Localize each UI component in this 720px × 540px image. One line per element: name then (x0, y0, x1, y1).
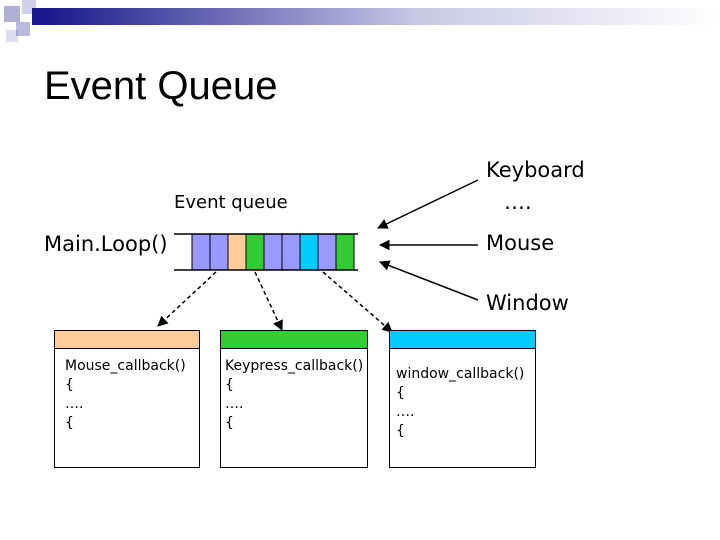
header-decoration (4, 0, 720, 42)
mouse-label: Mouse (486, 231, 555, 255)
callback-strip-window (390, 331, 535, 349)
callback-body: …. (396, 404, 415, 420)
queue-cell (245, 233, 265, 271)
window-label: Window (486, 291, 569, 315)
header-square (4, 6, 20, 22)
queue-cell (191, 233, 211, 271)
callback-name: Keypress_callback() (225, 358, 364, 374)
callback-close-brace: { (396, 423, 405, 439)
event-queue (191, 233, 355, 271)
window-arrow (379, 260, 479, 301)
callback-name: Mouse_callback() (65, 358, 186, 374)
callback-close-brace: { (225, 415, 234, 431)
callback-box-keypress: Keypress_callback() { …. { (220, 330, 368, 468)
keyboard-label: Keyboard (486, 158, 585, 182)
callback-open-brace: { (396, 385, 405, 401)
callback-strip-mouse (55, 331, 199, 349)
main-loop-label: Main.Loop() (44, 232, 168, 256)
keyboard-ellipsis: …. (504, 190, 532, 214)
event-queue-label: Event queue (174, 192, 288, 213)
slide-title: Event Queue (44, 64, 278, 108)
callback-open-brace: { (65, 377, 74, 393)
keyboard-arrow (377, 179, 479, 229)
queue-cell (263, 233, 283, 271)
callback-body: …. (225, 396, 244, 412)
header-square (16, 22, 30, 36)
queue-cell (227, 233, 247, 271)
callback-box-mouse: Mouse_callback() { …. { (54, 330, 200, 468)
queue-cell (317, 233, 337, 271)
header-square (32, 8, 49, 25)
callback-open-brace: { (225, 377, 234, 393)
callback-code-window: window_callback() { …. { (396, 365, 524, 441)
queue-cell (335, 233, 355, 271)
queue-cell (299, 233, 319, 271)
callback-box-window: window_callback() { …. { (389, 330, 536, 468)
callback-strip-keypress (221, 331, 367, 349)
queue-cell (281, 233, 301, 271)
queue-cell (209, 233, 229, 271)
header-square (6, 30, 18, 42)
callback-code-keypress: Keypress_callback() { …. { (225, 357, 363, 433)
callback-close-brace: { (65, 415, 74, 431)
callback-body: …. (65, 396, 84, 412)
callback-name: window_callback() (396, 366, 525, 382)
dispatch-arrow-keypress (254, 271, 283, 331)
header-gradient-bar (48, 8, 720, 25)
dispatch-arrow-mouse (157, 271, 217, 327)
callback-code-mouse: Mouse_callback() { …. { (65, 357, 186, 433)
dispatch-arrow-window (322, 271, 393, 333)
